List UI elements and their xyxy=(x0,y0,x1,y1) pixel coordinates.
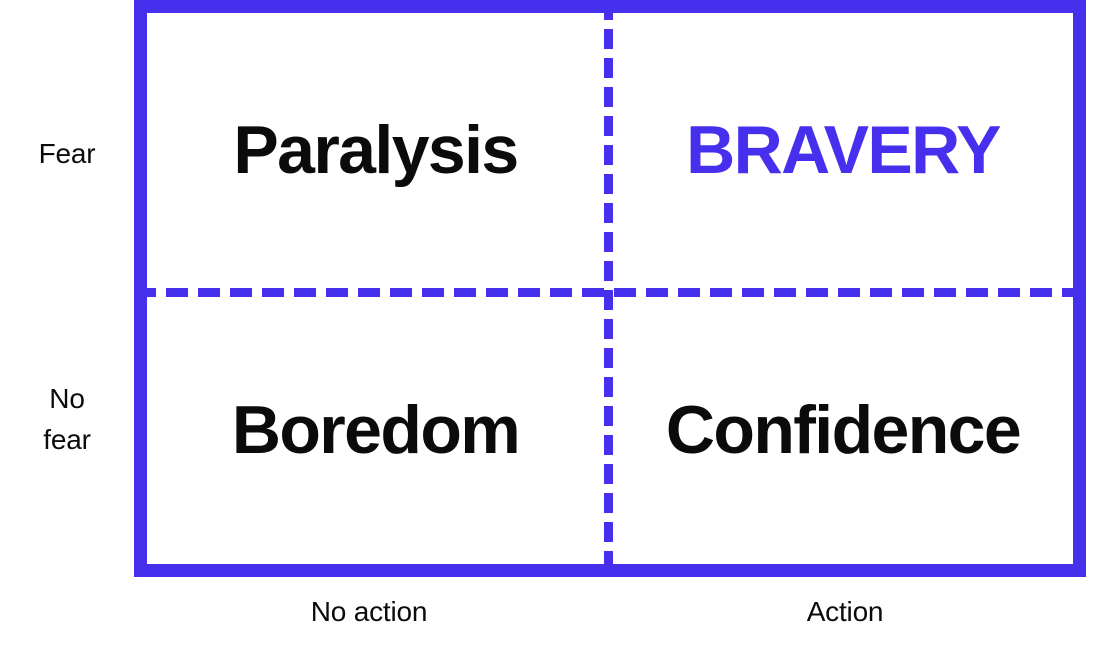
y-axis-label-no-fear-line2: fear xyxy=(43,423,91,455)
quadrant-label-paralysis: Paralysis xyxy=(233,111,519,188)
quadrant-fear-action: BRAVERY xyxy=(613,13,1073,288)
quadrant-label-bravery: BRAVERY xyxy=(686,111,1001,188)
quadrant-fear-no-action: Paralysis xyxy=(147,13,604,288)
matrix-frame: Paralysis BRAVERY Boredom Confidence xyxy=(134,0,1086,577)
y-axis-label-fear: Fear xyxy=(38,138,96,169)
y-axis-label-no-fear: No fear xyxy=(0,379,134,465)
x-axis-label-no-action: No action xyxy=(310,596,428,627)
quadrant-label-confidence: Confidence xyxy=(665,391,1022,468)
x-axis-label-action: Action xyxy=(806,596,884,627)
quadrant-label-boredom: Boredom xyxy=(231,391,521,468)
horizontal-dashed-divider xyxy=(134,288,1086,297)
matrix-grid: Paralysis BRAVERY Boredom Confidence xyxy=(134,0,1086,577)
quadrant-no-fear-action: Confidence xyxy=(613,297,1073,564)
y-axis-label-no-fear-line1: No xyxy=(49,383,85,414)
quadrant-no-fear-no-action: Boredom xyxy=(147,297,604,564)
